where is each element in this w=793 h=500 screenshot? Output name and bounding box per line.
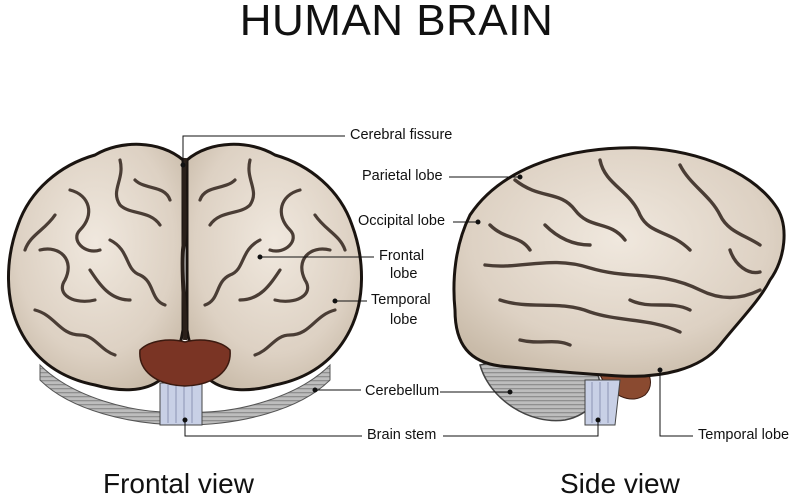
side-cortex — [452, 146, 786, 378]
leader-lines — [180, 135, 693, 437]
label-brain-stem: Brain stem — [367, 427, 437, 443]
label-frontal-lobe-line1: Frontal — [379, 248, 425, 264]
label-temporal-lobe-side: Temporal lobe — [698, 427, 790, 443]
caption-frontal-view: Frontal view — [103, 468, 254, 499]
page-title: HUMAN BRAIN — [239, 0, 554, 45]
frontal-brain-stem — [159, 382, 203, 426]
frontal-view-brain — [7, 142, 363, 426]
frontal-cerebellum — [39, 363, 331, 426]
label-parietal-lobe: Parietal lobe — [362, 168, 443, 184]
label-frontal-lobe-line2: lobe — [390, 266, 418, 282]
side-brain-stem — [584, 379, 621, 426]
side-view-brain — [452, 146, 786, 426]
frontal-midbrain — [139, 339, 231, 387]
label-occipital-lobe: Occipital lobe — [358, 213, 446, 229]
caption-side-view: Side view — [560, 468, 680, 499]
label-cerebellum: Cerebellum — [365, 383, 440, 399]
label-cerebral-fissure: Cerebral fissure — [350, 127, 453, 143]
label-temporal-lobe-line1: Temporal — [371, 292, 431, 308]
label-temporal-lobe-line2: lobe — [390, 312, 418, 328]
